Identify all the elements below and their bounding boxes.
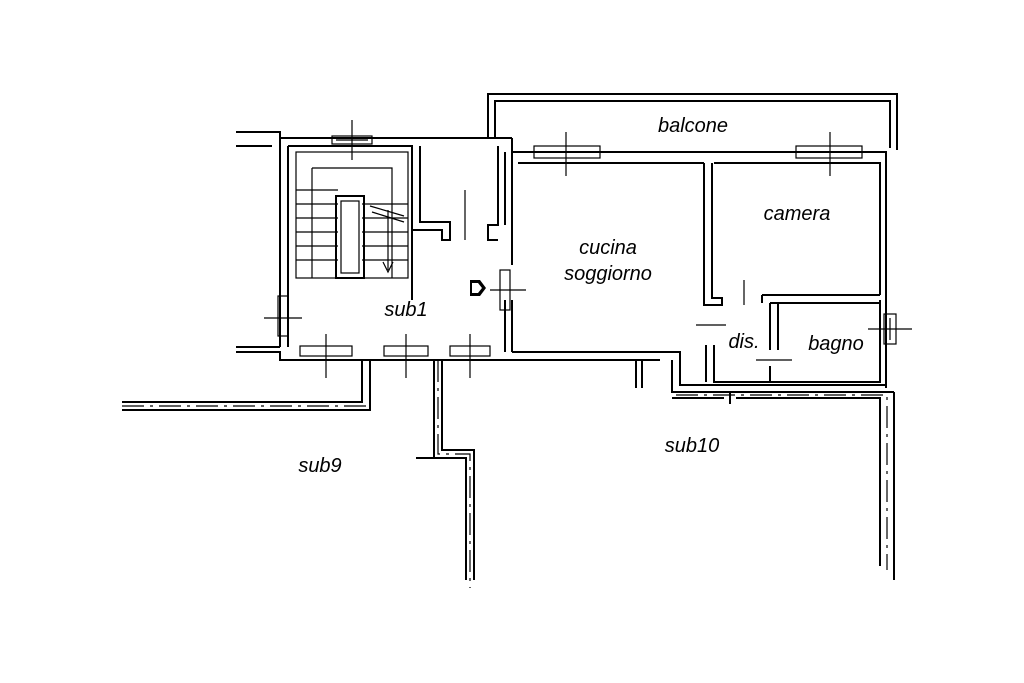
label-balcone: balcone	[658, 115, 728, 137]
label-dis: dis.	[728, 331, 759, 353]
interior-walls	[464, 163, 880, 382]
label-sub10: sub10	[665, 435, 720, 457]
label-camera: camera	[764, 203, 831, 225]
label-sub9: sub9	[298, 455, 341, 477]
label-bagno: bagno	[808, 333, 864, 355]
room-labels: balcone camera cucina soggiorno sub1 dis…	[298, 115, 864, 477]
label-soggiorno: soggiorno	[564, 263, 652, 285]
label-sub1: sub1	[384, 299, 427, 321]
entrance-arrow-icon	[470, 280, 486, 296]
stairwell	[295, 151, 409, 279]
balcony-outline	[487, 93, 898, 150]
label-cucina: cucina	[579, 237, 637, 259]
lot-boundaries	[122, 360, 895, 588]
exterior-walls	[236, 131, 894, 393]
windows	[264, 120, 912, 378]
